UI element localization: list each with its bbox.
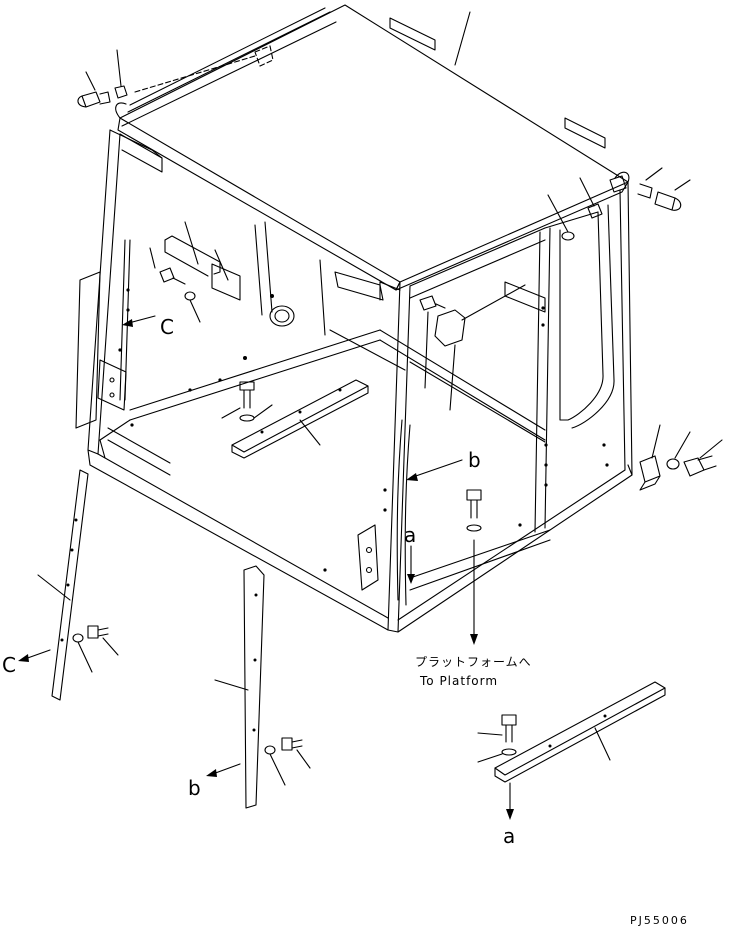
platform-note-jp: プラットフォームへ — [415, 655, 532, 669]
left-door-strip — [37, 469, 119, 701]
callout-a-top: a — [404, 523, 416, 547]
callout-c-main: C — [160, 315, 174, 339]
callout-b-left: b — [188, 776, 201, 800]
hinge-bolt-right — [639, 424, 723, 491]
drawing-code: PJ55006 — [630, 914, 689, 927]
callout-a-bottom: a — [503, 824, 515, 848]
callout-labels: C b a C b a — [2, 315, 515, 848]
floor-bolt-left — [221, 381, 273, 422]
floor-strip-center — [231, 379, 369, 459]
platform-note-en: To Platform — [419, 674, 498, 688]
callout-b-main: b — [468, 448, 481, 472]
center-door-strip — [214, 565, 311, 809]
plate-bolt-right — [419, 284, 526, 411]
handle-bracket — [149, 221, 241, 323]
side-pins-right — [547, 177, 603, 241]
callout-c-left: C — [2, 653, 16, 677]
roof-bolt-left — [77, 49, 128, 108]
floor-bolt-right — [466, 489, 482, 532]
roof-bolt-right — [609, 167, 691, 211]
bottom-right-strip — [477, 681, 666, 783]
cab-roof — [115, 4, 630, 291]
cab-frame — [75, 129, 633, 633]
leader-lines — [18, 11, 514, 820]
platform-note: プラットフォームへ To Platform — [415, 655, 532, 688]
